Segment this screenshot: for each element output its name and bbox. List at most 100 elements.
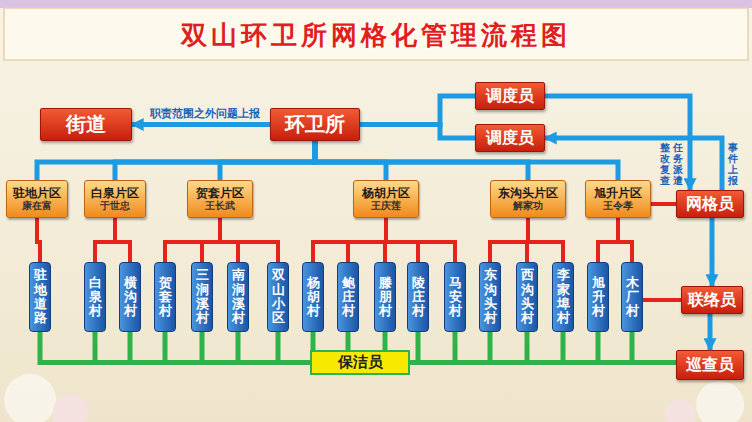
role-box: 联络员 bbox=[681, 286, 743, 314]
chart-title: 双山环卫所网格化管理流程图 bbox=[0, 18, 752, 53]
connector-line bbox=[598, 218, 618, 262]
village-box: 杨胡村 bbox=[302, 262, 324, 332]
node-label: 东沟头片区 bbox=[498, 186, 558, 200]
node-label: 调度员 bbox=[486, 86, 534, 107]
flower-decor bbox=[4, 374, 56, 422]
connector-line bbox=[313, 218, 386, 262]
connector-line bbox=[618, 218, 632, 262]
node-label: 巡查员 bbox=[686, 355, 734, 376]
village-box: 驻地道路 bbox=[29, 262, 51, 332]
connector-line bbox=[238, 332, 310, 363]
connector-line bbox=[643, 298, 681, 302]
connector-line bbox=[410, 332, 563, 363]
connector-line bbox=[202, 218, 220, 262]
connector-line bbox=[315, 141, 618, 180]
connector-line bbox=[410, 332, 418, 363]
village-box: 李家埠村 bbox=[552, 262, 574, 332]
village-box: 旭升村 bbox=[587, 262, 609, 332]
village-box: 三涧溪村 bbox=[191, 262, 213, 332]
role-box: 网格员 bbox=[676, 190, 744, 218]
area-box: 旭升片区王令孝 bbox=[585, 180, 651, 218]
station-box: 环卫所 bbox=[270, 108, 360, 141]
node-label: 横沟村 bbox=[124, 276, 137, 319]
node-sublabel: 王令孝 bbox=[603, 200, 633, 212]
node-label: 马安村 bbox=[449, 276, 462, 319]
connector-line bbox=[360, 125, 475, 139]
node-label: 旭升村 bbox=[592, 276, 605, 319]
node-label: 陵庄村 bbox=[412, 276, 425, 319]
node-label: 木厂村 bbox=[626, 276, 639, 319]
village-box: 滕朋村 bbox=[374, 262, 396, 332]
connector-line bbox=[348, 218, 386, 262]
node-label: 鲍庄村 bbox=[342, 276, 355, 319]
node-label: 联络员 bbox=[688, 290, 736, 311]
connector-line bbox=[708, 314, 713, 350]
node-label: 调度员 bbox=[486, 128, 534, 149]
connector-line bbox=[220, 141, 315, 180]
connector-line bbox=[360, 96, 475, 125]
node-sublabel: 王长武 bbox=[205, 200, 235, 212]
connector-line bbox=[37, 218, 40, 262]
village-box: 陵庄村 bbox=[407, 262, 429, 332]
village-box: 西沟头村 bbox=[516, 262, 538, 332]
village-box: 横沟村 bbox=[119, 262, 141, 332]
node-label: 滕朋村 bbox=[379, 276, 392, 319]
node-label: 街道 bbox=[66, 111, 106, 138]
node-label: 南涧溪村 bbox=[232, 268, 245, 325]
connector-line bbox=[651, 202, 676, 206]
village-box: 贺套村 bbox=[154, 262, 176, 332]
connector-line bbox=[410, 332, 455, 363]
role-box: 调度员 bbox=[475, 82, 545, 110]
edge-label: 职责范围之外问题上报 bbox=[150, 106, 260, 121]
connector-line bbox=[165, 218, 220, 262]
connector-line bbox=[346, 332, 351, 350]
connector-line bbox=[220, 218, 278, 262]
connector-line bbox=[490, 218, 528, 262]
top-strip bbox=[0, 0, 752, 8]
connector-line bbox=[710, 218, 715, 286]
node-label: 驻地道路 bbox=[34, 268, 47, 325]
connector-line bbox=[410, 332, 598, 363]
node-sublabel: 康在富 bbox=[22, 200, 52, 212]
area-box: 贺套片区王长武 bbox=[187, 180, 253, 218]
flower-decor bbox=[52, 394, 88, 422]
village-box: 白泉村 bbox=[84, 262, 106, 332]
area-box: 杨胡片区王庆莲 bbox=[353, 180, 419, 218]
connector-line bbox=[383, 332, 388, 350]
village-box: 双山小区 bbox=[267, 262, 289, 332]
flower-decor bbox=[696, 381, 744, 422]
annotation-text: 整改复查 bbox=[660, 142, 670, 186]
cleaner-box: 保洁员 bbox=[310, 350, 410, 375]
connector-line bbox=[410, 332, 632, 363]
node-label: 李家埠村 bbox=[557, 268, 570, 325]
edge-label: 任务派遣 bbox=[673, 142, 683, 186]
connector-line bbox=[115, 218, 130, 262]
node-label: 杨胡片区 bbox=[362, 186, 410, 200]
node-label: 环卫所 bbox=[285, 111, 345, 138]
village-box: 南涧溪村 bbox=[227, 262, 249, 332]
node-label: 驻地片区 bbox=[13, 186, 61, 200]
connector-line bbox=[95, 332, 310, 363]
connector-line bbox=[386, 218, 455, 262]
connector-line bbox=[528, 218, 563, 262]
node-label: 保洁员 bbox=[338, 353, 383, 372]
village-box: 马安村 bbox=[444, 262, 466, 332]
connector-line bbox=[130, 332, 310, 363]
connector-line bbox=[278, 332, 310, 363]
connector-line bbox=[410, 360, 676, 365]
node-label: 网格员 bbox=[686, 194, 734, 215]
node-sublabel: 王庆莲 bbox=[371, 200, 401, 212]
connector-line bbox=[37, 141, 315, 180]
node-label: 白泉村 bbox=[89, 276, 102, 319]
flower-decor bbox=[664, 399, 696, 422]
station-box: 街道 bbox=[40, 108, 132, 141]
node-label: 西沟头村 bbox=[521, 268, 534, 325]
node-label: 东沟头村 bbox=[484, 268, 497, 325]
node-label: 双山小区 bbox=[272, 268, 285, 325]
connector-line bbox=[115, 141, 315, 180]
node-label: 贺套片区 bbox=[196, 186, 244, 200]
role-box: 调度员 bbox=[475, 124, 545, 152]
node-label: 三涧溪村 bbox=[196, 268, 209, 325]
connector-line bbox=[410, 332, 527, 363]
connector-line bbox=[410, 332, 490, 363]
